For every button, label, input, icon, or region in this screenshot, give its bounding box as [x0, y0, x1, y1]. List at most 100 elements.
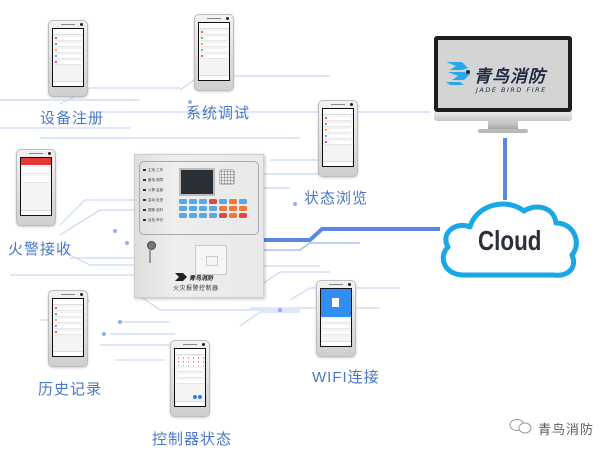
label-wifi-connect: WIFI连接 — [312, 369, 380, 386]
phone-fire-alarm-receive — [16, 149, 56, 226]
phone-nav-bar — [199, 75, 229, 80]
phone-screen — [174, 348, 206, 407]
keypad-key[interactable] — [229, 213, 237, 218]
phone-camera — [202, 343, 205, 346]
phone-controller-status — [170, 340, 210, 417]
phone-screen — [198, 22, 230, 81]
phone-nav-bar — [321, 341, 351, 346]
keypad-key[interactable] — [239, 199, 247, 204]
panel-name: 火灾报警控制器 — [173, 285, 219, 292]
led-label: 自检 声光 — [148, 217, 164, 222]
keypad-key[interactable] — [199, 199, 207, 204]
phone-device-registration — [48, 20, 88, 97]
led-indicator: 火警 监管 — [143, 185, 183, 195]
key-lock-icon[interactable] — [147, 241, 156, 250]
keypad-key[interactable] — [179, 213, 187, 218]
led-label: 启动 反馈 — [148, 197, 164, 202]
monitor-screen: 青鸟消防 JADE BIRD FIRE — [438, 40, 568, 108]
monitor-stand — [488, 121, 518, 129]
printer-slot — [195, 245, 227, 275]
led-dot — [143, 209, 146, 211]
keypad-key[interactable] — [229, 199, 237, 204]
keypad-key[interactable] — [189, 206, 197, 211]
led-label: 火警 监管 — [148, 187, 164, 192]
cloud-icon — [440, 201, 579, 278]
keypad-key[interactable] — [209, 213, 217, 218]
phone-speaker — [207, 18, 221, 19]
label-system-debug: 系统调试 — [186, 104, 251, 122]
monitor-brand-en: JADE BIRD FIRE — [476, 86, 547, 94]
led-label: 主电 工作 — [148, 167, 164, 172]
phone-nav-bar — [53, 81, 83, 86]
phone-wifi-connect — [316, 280, 356, 357]
led-label: 屏蔽 延时 — [148, 207, 164, 212]
keypad-key[interactable] — [219, 213, 227, 218]
phone-history-records — [48, 290, 88, 367]
keypad-key[interactable] — [199, 213, 207, 218]
keypad-key[interactable] — [239, 206, 247, 211]
fire-alarm-controller: 主电 工作备电 故障火警 监管启动 反馈屏蔽 延时自检 声光 青鸟消防 火灾报警… — [134, 154, 264, 298]
phone-screen — [20, 157, 52, 216]
led-label: 备电 故障 — [148, 177, 164, 182]
led-indicator: 屏蔽 延时 — [143, 205, 183, 215]
jade-bird-logo-icon — [446, 62, 470, 85]
cloud-label: Cloud — [478, 225, 542, 256]
control-panel-face — [139, 161, 259, 235]
phone-speaker — [61, 24, 75, 25]
label-history-records: 历史记录 — [38, 380, 103, 398]
keypad-key[interactable] — [219, 199, 227, 204]
led-dot — [143, 199, 146, 201]
phone-camera — [348, 283, 351, 286]
label-device-registration: 设备注册 — [40, 109, 105, 127]
phone-camera — [48, 152, 51, 155]
phone-nav-bar — [175, 401, 205, 406]
phone-camera — [350, 103, 353, 106]
speaker-grille-icon — [219, 169, 235, 185]
phone-status-browse — [318, 100, 358, 177]
phone-camera — [80, 293, 83, 296]
phone-speaker — [329, 284, 343, 285]
phone-nav-bar — [21, 210, 51, 215]
phone-screen — [52, 298, 84, 357]
key-icon — [149, 249, 151, 263]
keypad-key[interactable] — [189, 213, 197, 218]
panel-trace-line — [262, 242, 360, 251]
keypad-key[interactable] — [199, 206, 207, 211]
keypad-key[interactable] — [229, 206, 237, 211]
led-dot — [143, 179, 146, 181]
phone-speaker — [61, 294, 75, 295]
phone-system-debug — [194, 14, 234, 91]
monitor-base — [478, 129, 528, 133]
keypad-key[interactable] — [179, 199, 187, 204]
led-indicators: 主电 工作备电 故障火警 监管启动 反馈屏蔽 延时自检 声光 — [143, 165, 183, 225]
led-indicator: 备电 故障 — [143, 175, 183, 185]
led-dot — [143, 219, 146, 221]
lcd-display — [179, 168, 215, 196]
phone-speaker — [331, 104, 345, 105]
keypad-key[interactable] — [179, 206, 187, 211]
monitor-screen-frame: 青鸟消防 JADE BIRD FIRE — [434, 36, 572, 112]
led-indicator: 主电 工作 — [143, 165, 183, 175]
label-fire-alarm-receive: 火警接收 — [8, 240, 73, 258]
phone-screen — [320, 288, 352, 347]
led-indicator: 启动 反馈 — [143, 195, 183, 205]
keypad-key[interactable] — [209, 199, 217, 204]
wechat-icon — [509, 419, 532, 434]
watermark-text: 青鸟消防 — [538, 423, 595, 438]
keypad-key[interactable] — [189, 199, 197, 204]
keypad-key[interactable] — [239, 213, 247, 218]
brand-logo-icon — [175, 273, 187, 281]
label-status-browse: 状态浏览 — [304, 189, 369, 207]
label-controller-status: 控制器状态 — [152, 430, 233, 448]
monitor: 青鸟消防 JADE BIRD FIRE — [434, 36, 572, 136]
keypad-key[interactable] — [209, 206, 217, 211]
phone-nav-bar — [53, 351, 83, 356]
keypad-key[interactable] — [219, 206, 227, 211]
led-dot — [143, 189, 146, 191]
phone-speaker — [29, 153, 43, 154]
led-indicator: 自检 声光 — [143, 215, 183, 225]
phone-screen — [322, 108, 354, 167]
keypad — [179, 199, 247, 220]
phone-speaker — [183, 344, 197, 345]
monitor-brand-cn: 青鸟消防 — [474, 67, 546, 87]
